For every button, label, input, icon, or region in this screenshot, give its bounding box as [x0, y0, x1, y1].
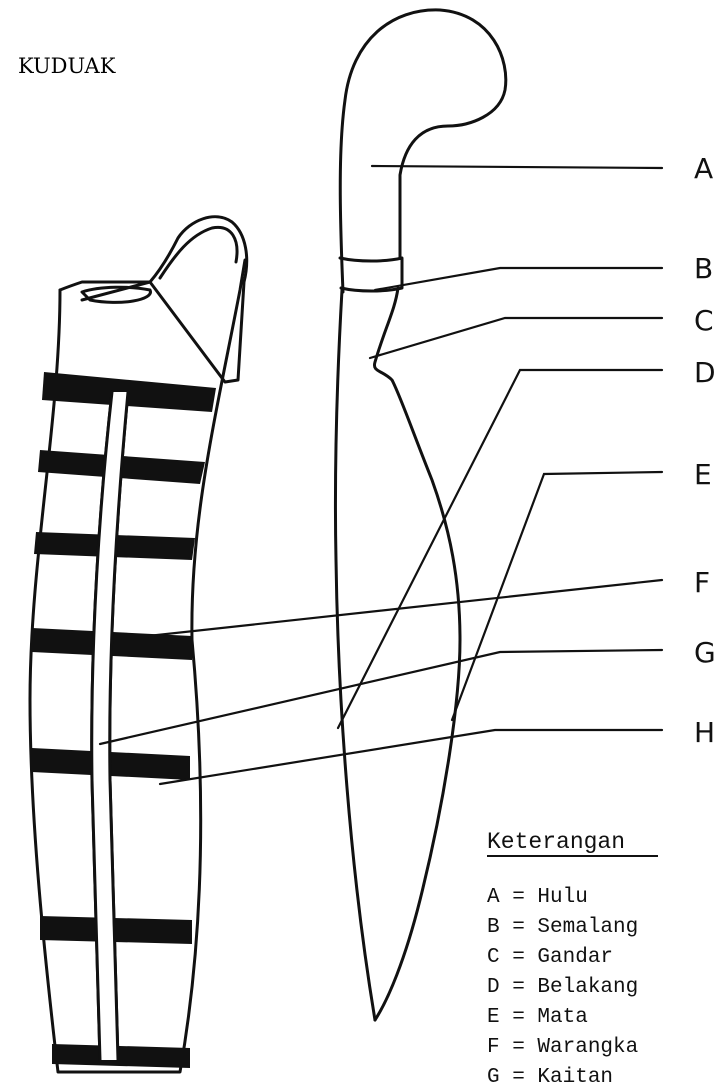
leader-line-b [375, 268, 662, 290]
legend-item: A = Hulu [487, 886, 588, 909]
knife-illustration [335, 10, 505, 1020]
leader-line-e [452, 472, 662, 720]
legend-item: C = Gandar [487, 946, 613, 969]
leader-line-d [338, 370, 662, 728]
letter-labels: A B C D E F G H [694, 152, 716, 749]
legend-item: B = Semalang [487, 916, 638, 939]
legend-item: G = Kaitan [487, 1066, 613, 1086]
diagram-title: KUDUAK [18, 54, 116, 78]
legend: Keterangan A = Hulu B = Semalang C = Gan… [487, 829, 658, 1086]
sheath-illustration [30, 217, 247, 1072]
leader-line-c [370, 318, 662, 358]
label-g: G [694, 636, 716, 669]
label-d: D [694, 356, 716, 389]
label-a: A [694, 152, 713, 185]
label-c: C [694, 304, 714, 337]
label-e: E [694, 458, 712, 491]
label-h: H [694, 716, 715, 749]
label-b: B [694, 252, 713, 285]
leader-line-f [148, 580, 662, 636]
legend-heading: Keterangan [487, 829, 625, 855]
leader-line-a [372, 166, 662, 168]
legend-item: F = Warangka [487, 1036, 638, 1059]
legend-item: E = Mata [487, 1006, 588, 1029]
legend-item: D = Belakang [487, 976, 638, 999]
label-f: F [694, 566, 710, 599]
leader-line-h [160, 730, 662, 784]
